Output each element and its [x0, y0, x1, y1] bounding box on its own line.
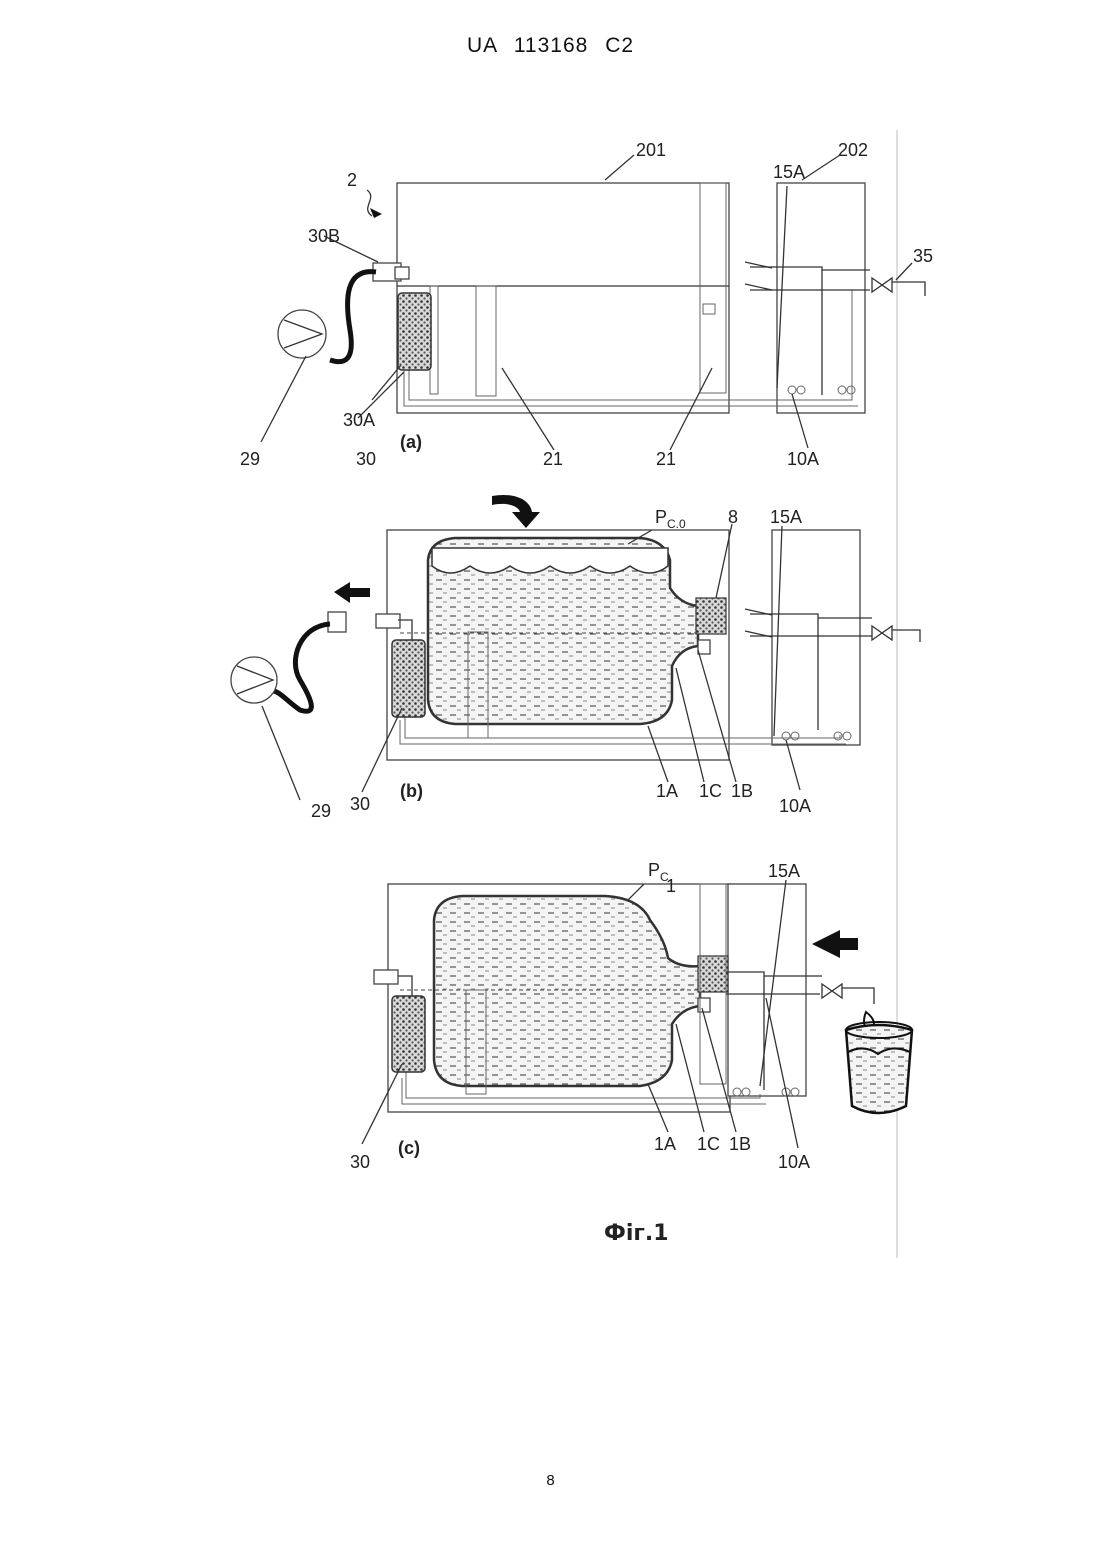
- label-1a: 1A: [656, 781, 678, 801]
- label-202: 202: [838, 140, 868, 160]
- hose: [330, 272, 376, 362]
- label-10a: 10A: [779, 796, 811, 816]
- label-pc1-index: 1: [666, 876, 676, 896]
- cap-8: [696, 598, 726, 634]
- label-1c: 1C: [699, 781, 722, 801]
- valve: [872, 626, 892, 640]
- arrow-left: [812, 930, 858, 958]
- label-30: 30: [356, 449, 376, 469]
- label-21-left: 21: [543, 449, 563, 469]
- valve-35: [872, 278, 892, 292]
- filter-cartridge-30: [392, 640, 425, 717]
- filter-cartridge-30: [392, 996, 425, 1072]
- panel-tag-b: (b): [400, 781, 423, 801]
- valve: [822, 984, 842, 998]
- page-number: 8: [0, 1472, 1101, 1489]
- housing-201: [397, 183, 729, 413]
- label-15a: 15A: [773, 162, 805, 182]
- arrow-down: [492, 495, 540, 528]
- panel-b: PC.0 8 15A 29 30 (b) 1A 1C 1B 10A: [231, 495, 920, 821]
- label-pc0: PC.0: [655, 507, 686, 531]
- label-30: 30: [350, 794, 370, 814]
- cap-8: [698, 956, 728, 992]
- label-1a: 1A: [654, 1134, 676, 1154]
- label-30a: 30A: [343, 410, 375, 430]
- label-21-right: 21: [656, 449, 676, 469]
- arrow-left: [334, 582, 370, 603]
- pump-29: [278, 310, 326, 358]
- label-10a: 10A: [778, 1152, 810, 1172]
- label-29: 29: [240, 449, 260, 469]
- panel-a: 201 202 15A 2 30B 35 30A 29 30 (a) 21 21…: [240, 140, 933, 469]
- figure-caption: Фіг.1: [604, 1221, 669, 1246]
- panel-c: PC. 1 15A 30 (c) 1A 1C 1B 10A: [350, 860, 912, 1172]
- label-29: 29: [311, 801, 331, 821]
- label-30b: 30B: [308, 226, 340, 246]
- housing-202: [772, 530, 860, 745]
- housing-202: [728, 884, 806, 1096]
- panel-tag-c: (c): [398, 1138, 420, 1158]
- label-1c: 1C: [697, 1134, 720, 1154]
- label-1b: 1B: [729, 1134, 751, 1154]
- label-1b: 1B: [731, 781, 753, 801]
- filter-cartridge-30: [398, 293, 431, 370]
- label-201: 201: [636, 140, 666, 160]
- label-10a: 10A: [787, 449, 819, 469]
- pump-29: [231, 657, 277, 703]
- label-8: 8: [728, 507, 738, 527]
- label-35: 35: [913, 246, 933, 266]
- panel-tag-a: (a): [400, 432, 422, 452]
- hose: [268, 624, 330, 711]
- label-2: 2: [347, 170, 357, 190]
- label-15a: 15A: [770, 507, 802, 527]
- label-15a: 15A: [768, 861, 800, 881]
- label-30: 30: [350, 1152, 370, 1172]
